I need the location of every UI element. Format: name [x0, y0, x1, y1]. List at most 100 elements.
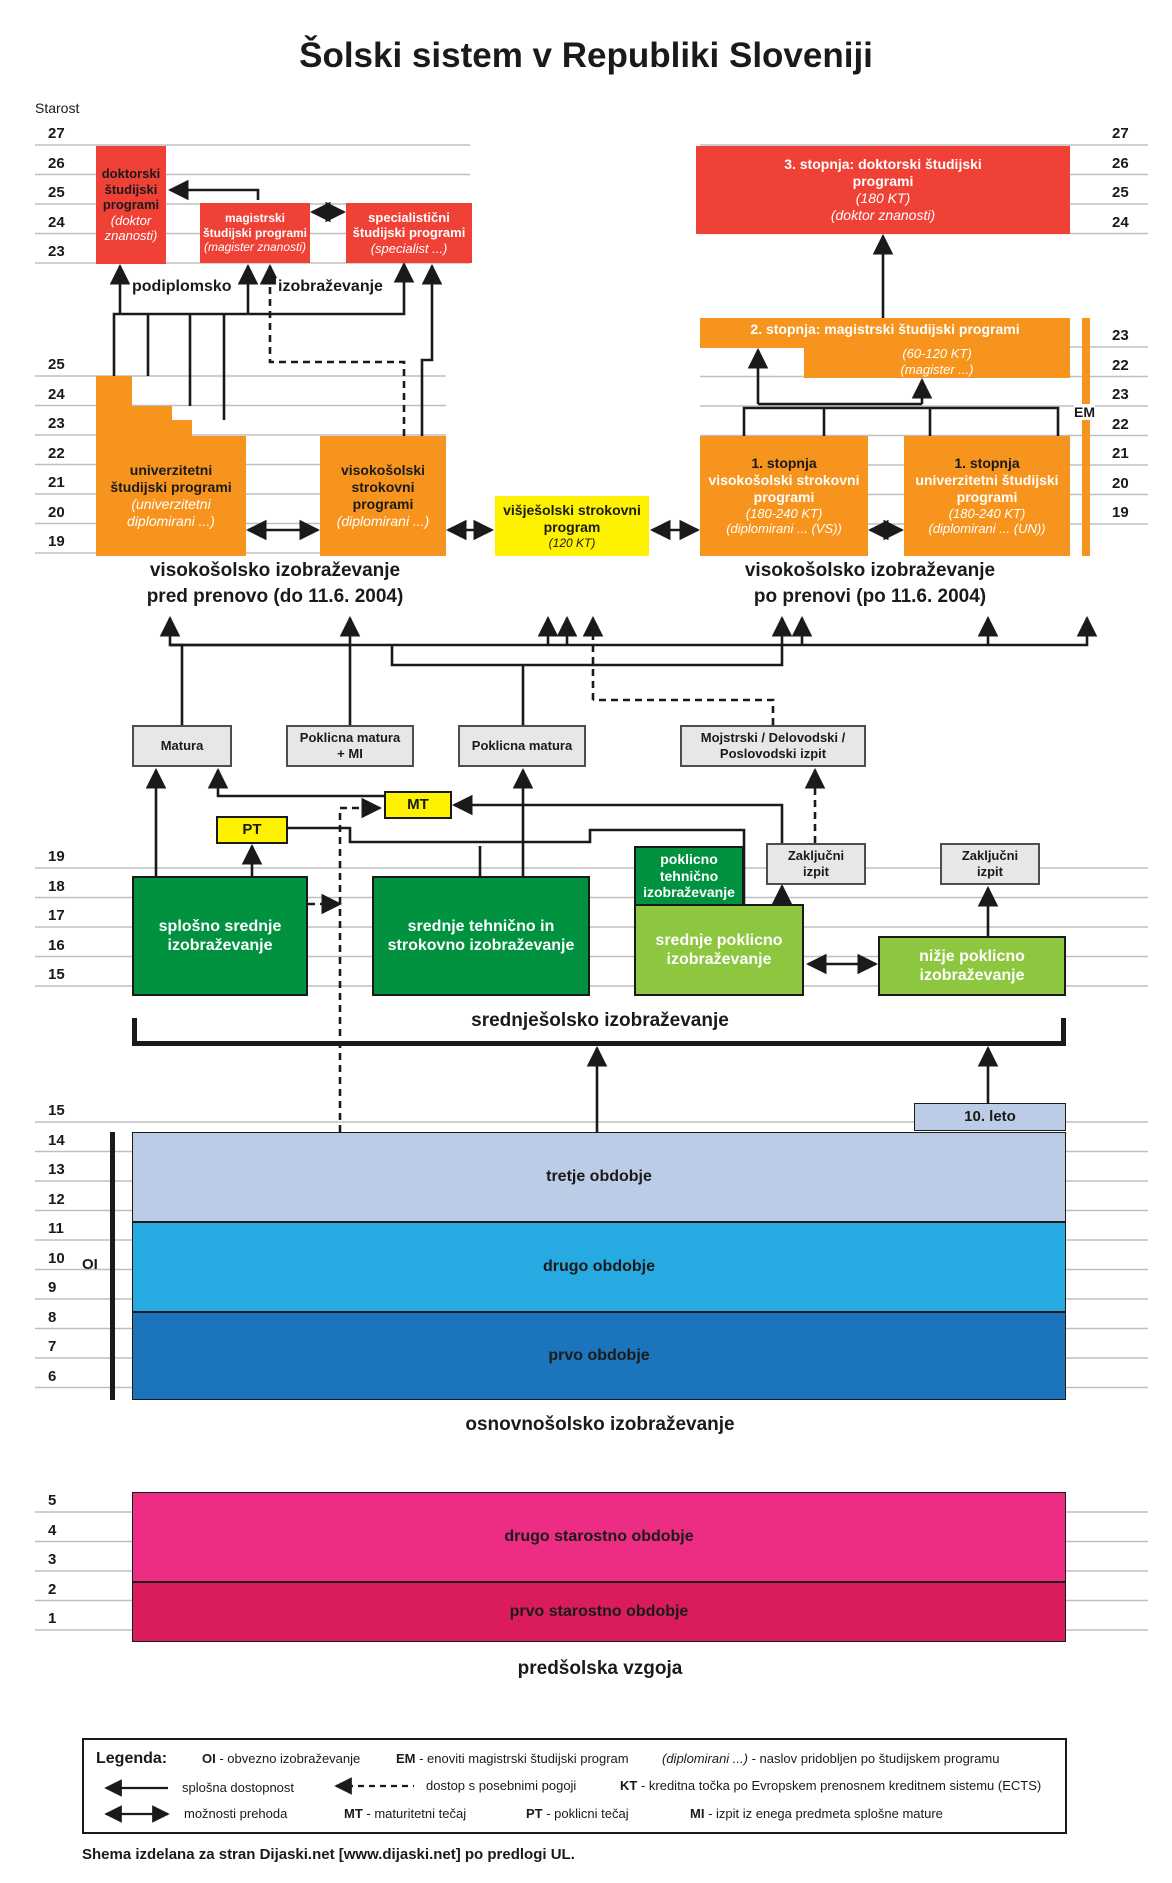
poklicna-label: Poklicna matura	[471, 738, 573, 754]
stopnja2-degree: (magister ...)	[900, 362, 974, 377]
mojstrski-label-1: Mojstrski / Delovodski /	[700, 730, 846, 746]
age-label: 22	[48, 444, 65, 462]
age-label: 27	[48, 125, 65, 142]
mt-to-matura	[207, 767, 384, 798]
zakljucni-label-2: Zaključni izpit	[961, 848, 1019, 879]
poklicno-label: srednje poklicno izobraževanje	[655, 931, 783, 968]
legend-oi-text: - obvezno izobraževanje	[215, 1751, 361, 1766]
legend-pt-key: PT	[526, 1806, 543, 1821]
age-label: 15	[48, 966, 65, 983]
age-label: 4	[48, 1521, 57, 1539]
stopnja3-degree: (doktor znanosti)	[830, 206, 936, 223]
age-label: 21	[48, 474, 65, 491]
age-label: 22	[1112, 415, 1129, 433]
legend-pt: PT - poklicni tečaj	[526, 1806, 629, 1821]
poklicno-box: srednje poklicno izobraževanje	[634, 904, 804, 996]
pm-mi-route	[390, 615, 793, 667]
age-label: 7	[48, 1338, 57, 1355]
post-reform-caption-1: visokošolsko izobraževanje	[744, 560, 996, 581]
matura-label: Matura	[160, 738, 204, 754]
age-label: 18	[48, 877, 65, 895]
legend-mi: MI - izpit iz enega predmeta splošne mat…	[690, 1806, 943, 1821]
doktorski-note: (doktor znanosti)	[104, 212, 158, 244]
poklicna-mi-label-1: Poklicna matura	[299, 730, 401, 746]
nizje-label: nižje poklicno izobraževanje	[919, 947, 1025, 984]
stopnja1-vs-degree: (diplomirani ... (VS))	[726, 521, 842, 537]
pm-mi-link	[170, 643, 352, 725]
legend-dashed-text: dostop s posebnimi pogoji	[426, 1778, 577, 1793]
legend-oi: OI - obvezno izobraževanje	[202, 1751, 360, 1766]
legend-heading: Legenda:	[96, 1750, 168, 1767]
legend-mi-key: MI	[690, 1806, 705, 1821]
primary-caption: osnovnošolsko izobraževanje	[465, 1414, 735, 1435]
poklicno-tehnicno-label: poklicno tehnično izobraževanje	[643, 850, 735, 901]
univerzitetni-up	[112, 261, 415, 376]
age-label: 23	[1112, 386, 1129, 403]
em-label: EM	[1074, 404, 1095, 420]
splosno-box: splošno srednje izobraževanje	[132, 876, 308, 996]
poklicna-mi-label-2: + MI	[337, 746, 363, 761]
age-label: 24	[48, 213, 65, 231]
age-label: 16	[48, 936, 65, 954]
mojstrski-dashed	[593, 698, 775, 725]
matura-box: Matura	[132, 725, 232, 767]
drugo-label: drugo obdobje	[543, 1258, 655, 1275]
stopnja3-kt: (180 KT)	[855, 190, 911, 206]
legend-dipl: (diplomirani ...) - naslov pridobljen po…	[662, 1751, 999, 1766]
footer-credit: Shema izdelana za stran Dijaski.net [www…	[82, 1846, 575, 1863]
poklicna-mi-box: Poklicna matura + MI	[286, 725, 414, 767]
zakljucni-box-1: Zaključni izpit	[766, 843, 866, 885]
oi-label: OI	[82, 1256, 98, 1273]
nizje-box: nižje poklicno izobraževanje	[878, 936, 1066, 996]
secondary-bracket	[132, 1018, 1066, 1046]
doktorski-box: doktorski študijski programi (doktor zna…	[96, 146, 166, 264]
izobrazevanje-label: izobraževanje	[276, 278, 385, 296]
legend-arrow-text: splošna dostopnost	[182, 1780, 295, 1795]
age-label: 19	[48, 848, 65, 865]
age-label: 1	[48, 1610, 57, 1627]
age-label: 23	[48, 243, 65, 260]
age-label: 22	[1112, 356, 1129, 374]
pt-mt-route	[288, 826, 746, 904]
age-label: 21	[1112, 445, 1129, 462]
age-label: 2	[48, 1580, 57, 1598]
magistrski-to-doktorski	[167, 179, 260, 201]
tehnicno-label: srednje tehnično in strokovno izobraževa…	[387, 917, 575, 954]
zakljucni-box-2: Zaključni izpit	[940, 843, 1040, 885]
age-label: 13	[48, 1161, 65, 1178]
oi-bar	[110, 1132, 115, 1400]
visoko-dashed-to-magistrski	[259, 263, 406, 436]
em-bar	[1082, 318, 1090, 556]
stopnja1-vs-title2: visokošolski strokovni programi	[708, 472, 860, 505]
pre-reform-caption-2: pred prenovo (do 11.6. 2004)	[146, 586, 404, 607]
age-label: 12	[48, 1190, 65, 1208]
stopnja2-kt: (60-120 KT)	[902, 346, 972, 362]
age-label: 23	[1112, 327, 1129, 344]
specialisticni-title: specialistični študijski programi	[352, 209, 466, 241]
poklicno-tehnicno-box: poklicno tehnično izobraževanje	[634, 846, 744, 906]
age-label: 19	[1112, 504, 1129, 521]
stopnja3-box: 3. stopnja: doktorski študijski programi…	[696, 146, 1070, 234]
age-header: Starost	[35, 100, 80, 116]
legend-arrows	[104, 1777, 414, 1823]
age-label: 26	[48, 154, 65, 172]
pt-box: PT	[216, 816, 288, 844]
dashed-to-mt	[338, 797, 383, 1132]
preschool-caption: predšolska vzgoja	[517, 1658, 683, 1679]
age-label: 6	[48, 1367, 57, 1385]
stopnja1-un-kt: (180-240 KT)	[948, 505, 1026, 521]
mt-box: MT	[384, 791, 452, 819]
secondary-caption: srednješolsko izobraževanje	[471, 1010, 729, 1031]
stopnja1-un-box: 1. stopnja univerzitetni študijski progr…	[904, 436, 1070, 556]
drugo-starostno-obdobje: drugo starostno obdobje	[132, 1492, 1066, 1582]
tehnicno-box: srednje tehnično in strokovno izobraževa…	[372, 876, 590, 996]
leto10-box: 10. leto	[914, 1103, 1066, 1131]
stopnja1-vs-kt: (180-240 KT)	[745, 505, 823, 521]
visjesolski-box: višješolski strokovni program (120 KT)	[495, 496, 649, 556]
age-label: 23	[48, 415, 65, 432]
visjesolski-note: (120 KT)	[548, 535, 596, 550]
legend-kt: KT - kreditna točka po Evropskem prenosn…	[620, 1778, 1041, 1793]
stopnja1-vs-title1: 1. stopnja	[751, 455, 817, 472]
leto10-label: 10. leto	[964, 1108, 1016, 1125]
age-label: 9	[48, 1279, 57, 1296]
